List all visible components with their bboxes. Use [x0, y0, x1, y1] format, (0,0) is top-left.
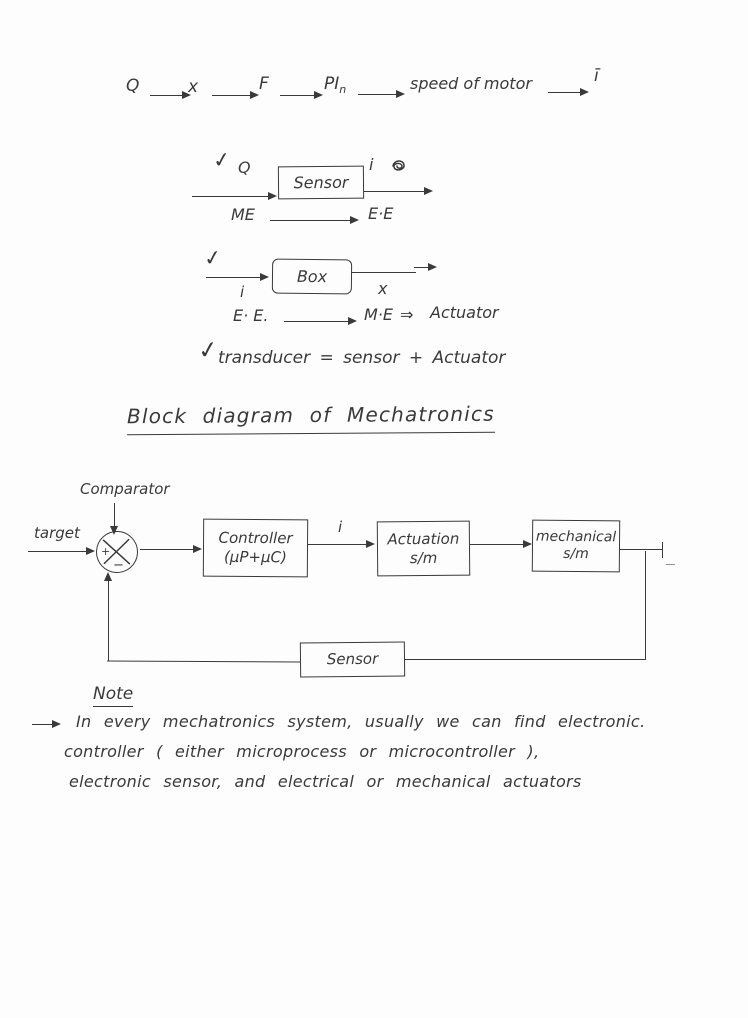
box-input-label: i	[240, 283, 245, 301]
sensor-input-label: Q	[238, 158, 251, 177]
actuation-box-line1: Actuation	[387, 529, 460, 549]
checkmark-icon: ✓	[211, 146, 233, 174]
output-end-tick	[662, 542, 663, 558]
feedback-line-right-vertical	[645, 551, 646, 660]
mechanical-box: mechanical s/m	[531, 519, 621, 573]
sum-plus-sign: +	[101, 545, 111, 558]
sum-minus-sign: −	[113, 558, 124, 573]
controller-box-line2: (μP+μC)	[223, 547, 287, 567]
mechanical-box-line2: s/m	[563, 545, 589, 563]
feedback-line-bottom-left	[106, 660, 301, 663]
error-signal-arrow	[140, 544, 202, 553]
controller-output-arrow	[308, 539, 375, 548]
output-small-dash	[666, 564, 675, 565]
actuation-box: Actuation s/m	[376, 520, 471, 577]
flow-node-x: x	[188, 77, 199, 97]
note-line-1: In every mechatronics system, usually we…	[76, 712, 646, 731]
box-box: Box	[271, 258, 353, 295]
box-output-arrow	[414, 262, 437, 271]
summing-junction	[94, 529, 140, 575]
mapping-me-arrow	[270, 215, 359, 224]
flow-arrow-2	[212, 90, 259, 99]
sensor-output-arrow	[364, 186, 433, 195]
target-arrow	[28, 546, 95, 555]
current-signal-label: i	[338, 518, 343, 536]
comparator-label: Comparator	[80, 480, 170, 498]
implies-arrow: ⇒	[400, 305, 414, 324]
feedback-line-bottom-right	[405, 659, 646, 660]
sensor-box: Sensor	[277, 165, 365, 200]
mapping-me2-label: M·E	[364, 305, 393, 324]
flow-node-i: ī	[594, 66, 599, 86]
mapping-ee2-label: E· E.	[233, 306, 269, 325]
checkmark-icon: ✓	[196, 334, 220, 366]
transducer-equation-text: transducer = sensor + Actuator	[218, 348, 506, 368]
flow-arrow-4	[358, 89, 405, 98]
mapping-ee-label: E·E	[368, 204, 394, 223]
actuation-output-arrow	[470, 539, 532, 548]
note-line-2: controller ( either microprocess or micr…	[64, 742, 540, 761]
pin-base: PI	[324, 74, 340, 94]
actuation-box-line2: s/m	[409, 548, 438, 567]
box-box-label: Box	[296, 266, 328, 286]
comparator-arrow	[109, 503, 118, 535]
sensor-input-arrow	[192, 191, 277, 200]
box-input-arrow	[206, 272, 269, 281]
flow-node-f: F	[259, 74, 269, 94]
flow-arrow-3	[280, 90, 323, 99]
flow-node-speed: speed of motor	[410, 74, 532, 93]
flow-arrow-5	[548, 87, 589, 96]
box-output-line	[352, 272, 416, 273]
mechanical-box-line1: mechanical	[535, 528, 617, 545]
output-line	[620, 549, 663, 550]
checkmark-icon: ✓	[202, 244, 224, 272]
target-label: target	[34, 524, 80, 542]
feedback-arrow-up	[103, 572, 112, 661]
flow-node-pin: PIn	[324, 74, 346, 96]
flow-node-q: Q	[126, 76, 140, 96]
box-output-label: x	[378, 279, 388, 298]
sensor-box-label: Sensor	[293, 172, 349, 192]
mapping-me-label: ME	[231, 205, 255, 224]
summing-junction-cross-icon	[102, 538, 131, 565]
sensor-output-label: i	[369, 155, 374, 174]
pin-subscript: n	[339, 83, 347, 96]
controller-box: Controller (μP+μC)	[202, 518, 309, 578]
feedback-sensor-box: Sensor	[299, 641, 406, 678]
scribble-mark-icon	[392, 160, 405, 171]
actuator-label: Actuator	[430, 303, 499, 322]
flow-arrow-1	[150, 90, 191, 99]
mapping-ee2-arrow	[284, 316, 357, 325]
note-title: Note	[93, 684, 134, 707]
note-bullet-arrow	[32, 719, 61, 728]
page-heading: Block diagram of Mechatronics	[126, 401, 495, 436]
note-line-3: electronic sensor, and electrical or mec…	[69, 772, 582, 791]
controller-box-line1: Controller	[218, 528, 293, 548]
feedback-sensor-label: Sensor	[326, 649, 379, 669]
